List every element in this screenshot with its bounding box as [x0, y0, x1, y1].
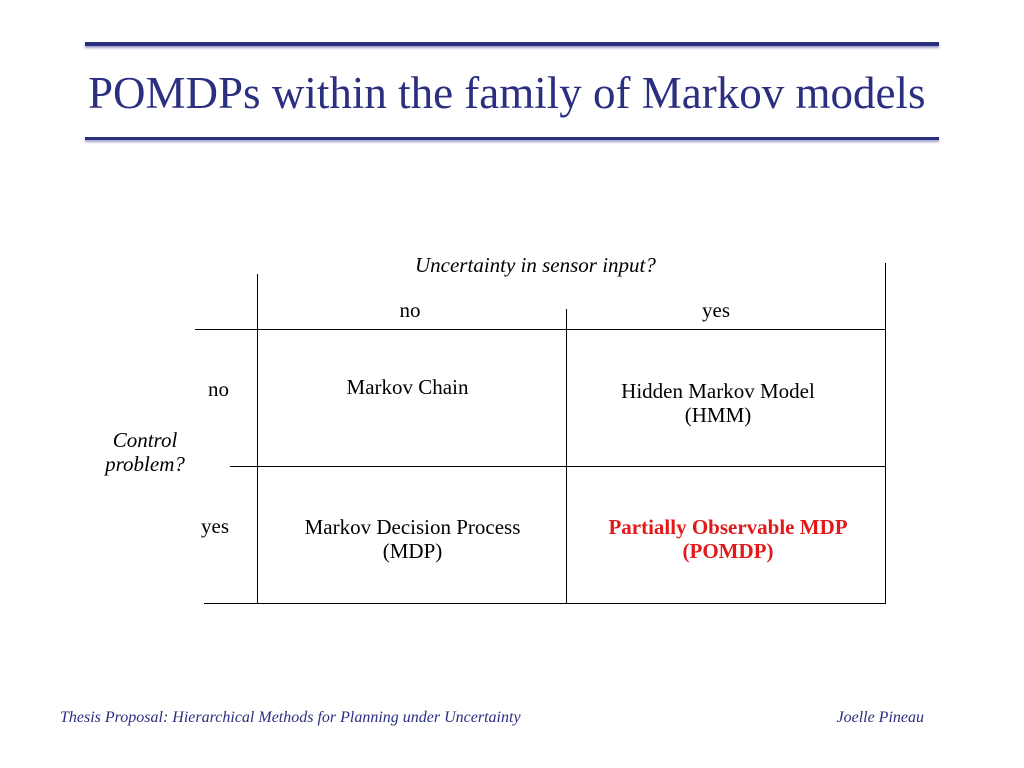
- cell-mdp-line1: Markov Decision Process: [304, 515, 521, 539]
- cell-markov-chain: Markov Chain: [300, 375, 515, 399]
- grid-line-horizontal-bottom: [204, 603, 886, 604]
- cell-mdp-line2: (MDP): [382, 539, 443, 563]
- cell-pomdp: Partially Observable MDP (POMDP): [573, 515, 883, 563]
- title-bottom-rule: [85, 137, 939, 140]
- cell-mdp: Markov Decision Process (MDP): [270, 515, 555, 563]
- row-header-yes: yes: [201, 514, 229, 538]
- footer-left-text: Thesis Proposal: Hierarchical Methods fo…: [60, 709, 521, 726]
- row-axis-label-line1: Control: [112, 428, 178, 452]
- cell-hmm-line1: Hidden Markov Model: [621, 379, 815, 403]
- row-axis-label: Control problem?: [80, 428, 210, 476]
- row-axis-label-line2: problem?: [105, 452, 185, 476]
- grid-line-horizontal-top: [195, 329, 886, 330]
- row-header-no: no: [208, 377, 229, 401]
- cell-hmm: Hidden Markov Model (HMM): [578, 379, 858, 427]
- slide-title: POMDPs within the family of Markov model…: [88, 68, 926, 118]
- cell-markov-chain-line1: Markov Chain: [346, 375, 469, 399]
- cell-hmm-line2: (HMM): [684, 403, 752, 427]
- grid-line-vertical-left: [257, 274, 258, 604]
- column-header-no: no: [399, 298, 421, 322]
- column-header-yes: yes: [702, 298, 730, 322]
- grid-line-vertical-right: [885, 263, 886, 604]
- cell-pomdp-line2: (POMDP): [682, 539, 774, 563]
- title-top-rule: [85, 42, 939, 46]
- grid-line-vertical-middle: [566, 309, 567, 604]
- cell-pomdp-line1: Partially Observable MDP: [608, 515, 848, 539]
- footer-author: Joelle Pineau: [836, 709, 924, 726]
- column-axis-label: Uncertainty in sensor input?: [415, 253, 656, 277]
- grid-line-horizontal-middle: [230, 466, 886, 467]
